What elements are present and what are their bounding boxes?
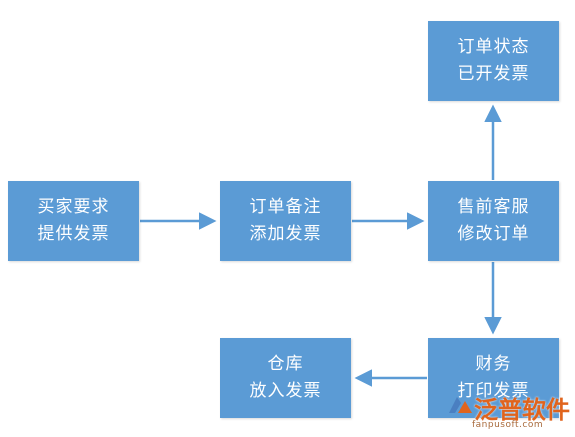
brand-logo-icon [449, 397, 472, 413]
node-status-line2: 已开发票 [457, 64, 530, 84]
node-presales-line2: 修改订单 [457, 224, 530, 244]
node-finance: 财务 打印发票 [428, 338, 559, 418]
node-finance-line2: 打印发票 [457, 381, 530, 401]
node-finance-line1: 财务 [475, 354, 512, 374]
node-order-remark: 订单备注 添加发票 [220, 181, 351, 261]
watermark: 泛普软件 fanpusoft.com [442, 389, 572, 433]
node-buyer-request: 买家要求 提供发票 [8, 181, 139, 261]
node-presales-service: 售前客服 修改订单 [428, 181, 559, 261]
node-warehouse: 仓库 放入发票 [220, 338, 351, 418]
node-remark-line1: 订单备注 [249, 197, 322, 217]
node-status-line1: 订单状态 [457, 37, 530, 57]
watermark-brand: 泛普软件 [474, 396, 570, 424]
node-presales-line1: 售前客服 [457, 197, 530, 217]
node-warehouse-line1: 仓库 [267, 354, 304, 374]
watermark-url: fanpusoft.com [472, 420, 544, 430]
node-warehouse-line2: 放入发票 [249, 381, 322, 401]
node-buyer-line1: 买家要求 [37, 197, 110, 217]
node-buyer-line2: 提供发票 [37, 224, 110, 244]
node-order-status: 订单状态 已开发票 [428, 21, 559, 101]
node-remark-line2: 添加发票 [249, 224, 322, 244]
